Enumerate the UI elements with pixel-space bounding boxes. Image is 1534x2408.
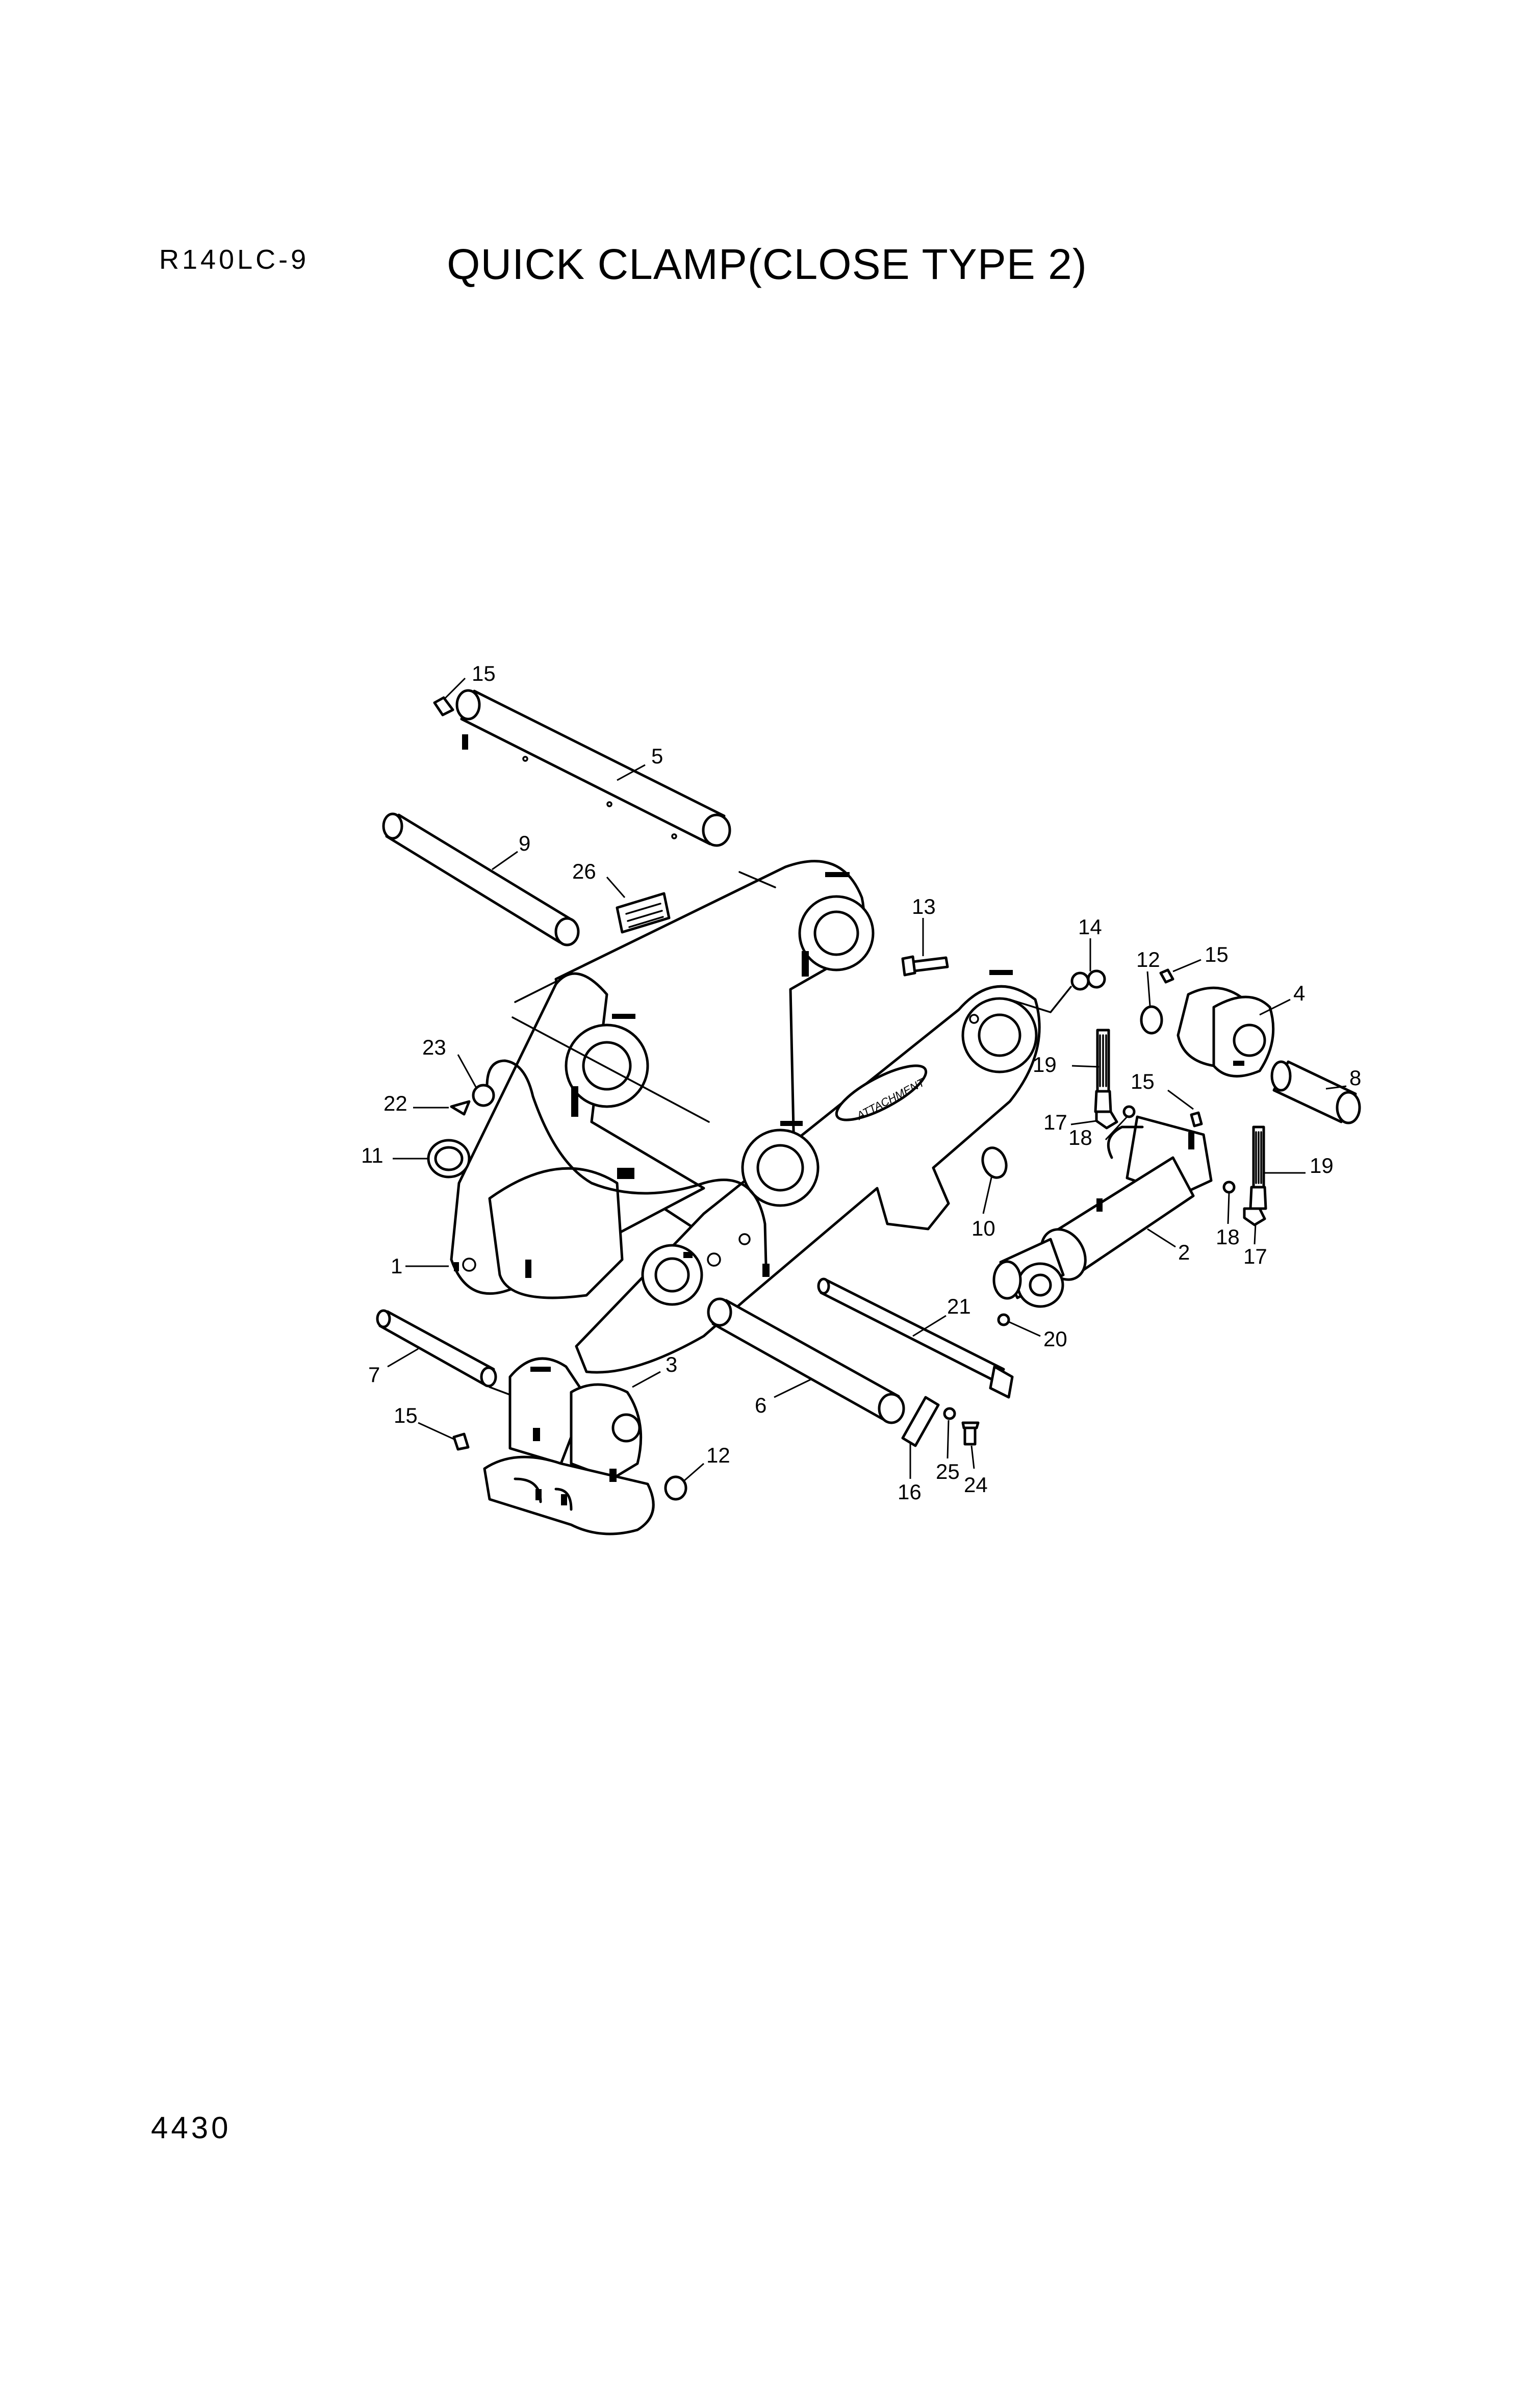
part-8-pin: [1270, 1060, 1361, 1124]
part-9-pin: [382, 812, 580, 946]
assembly-guide-lines: [489, 871, 1072, 1396]
callout-labels: 15 5 9 26 13 14 12 15 4 8 23 19 15 22 17…: [361, 661, 1361, 1504]
callout-21: 21: [947, 1294, 971, 1318]
part-12-ring-lower: [664, 1475, 687, 1501]
callout-8: 8: [1349, 1066, 1361, 1090]
part-15-grease-nipple: [433, 696, 454, 716]
part-3-hook: [483, 1357, 655, 1535]
callout-13: 13: [912, 894, 936, 918]
callout-3: 3: [666, 1352, 677, 1376]
part-17-elbow-b: [1243, 1207, 1266, 1226]
callout-4: 4: [1293, 981, 1305, 1005]
part-24-bolt: [961, 1421, 980, 1446]
part-14-nuts: [1070, 969, 1106, 991]
callout-12: 12: [1136, 947, 1160, 971]
callout-9: 9: [519, 831, 530, 855]
part-19-hose-b: [1249, 1125, 1267, 1210]
callout-19: 19: [1033, 1053, 1057, 1077]
part-2-cylinder: [992, 1115, 1213, 1308]
part-22-split-pin: [450, 1100, 471, 1116]
part-25-washer: [943, 1407, 956, 1420]
callout-15: 15: [1205, 942, 1229, 966]
part-5-pin: [455, 689, 731, 847]
callout-leaders: [387, 677, 1347, 1482]
part-15-grease-nipple-c: [1190, 1111, 1203, 1128]
callout-7: 7: [368, 1363, 380, 1387]
callout-14: 14: [1078, 915, 1102, 939]
part-10-ring: [981, 1146, 1008, 1179]
part-26-nameplate: [616, 892, 671, 934]
callout-2: 2: [1178, 1240, 1190, 1264]
part-16-plate: [901, 1396, 940, 1447]
callout-18: 18: [1068, 1125, 1092, 1149]
part-20-nut: [997, 1313, 1010, 1326]
callout-17: 17: [1043, 1110, 1067, 1134]
callout-20: 20: [1043, 1327, 1067, 1351]
part-6-pin: [707, 1297, 905, 1424]
part-11-snap-ring: [427, 1139, 471, 1179]
part-18-oring-a: [1122, 1105, 1136, 1118]
callout-6: 6: [755, 1393, 766, 1417]
part-12-ring-upper: [1140, 1005, 1163, 1035]
part-15-grease-nipple-d: [452, 1432, 470, 1451]
part-1-front-plate: ATTACHMENT: [575, 970, 1041, 1374]
callout-24: 24: [964, 1473, 988, 1497]
callout-15: 15: [1131, 1069, 1155, 1093]
callout-15: 15: [394, 1403, 418, 1427]
part-17-elbow-a: [1095, 1110, 1118, 1130]
part-15-grease-nipple-b: [1159, 968, 1174, 984]
page-number: 4430: [151, 2111, 232, 2145]
callout-25: 25: [936, 1459, 960, 1483]
callout-5: 5: [651, 744, 663, 768]
page-title: QUICK CLAMP(CLOSE TYPE 2): [447, 240, 1087, 288]
part-7-pin: [376, 1309, 497, 1388]
part-19-hose-a: [1094, 1029, 1112, 1113]
part-4-bracket: [1177, 986, 1275, 1078]
callout-11: 11: [361, 1143, 384, 1167]
part-13-bolt: [901, 955, 949, 977]
callout-18: 18: [1216, 1225, 1240, 1249]
callout-16: 16: [898, 1480, 922, 1504]
part-23-wire-cable: [472, 1059, 770, 1277]
callout-22: 22: [384, 1091, 407, 1115]
callout-23: 23: [422, 1035, 446, 1059]
callout-26: 26: [572, 859, 596, 883]
callout-17: 17: [1243, 1244, 1267, 1268]
callout-12: 12: [706, 1443, 730, 1467]
part-18-oring-b: [1222, 1181, 1236, 1194]
part-21-lock-pin: [817, 1277, 1014, 1399]
callout-15: 15: [472, 661, 496, 685]
callout-19: 19: [1310, 1154, 1334, 1177]
callout-1: 1: [391, 1254, 402, 1278]
model-number: R140LC-9: [159, 244, 310, 275]
callout-10: 10: [971, 1216, 995, 1240]
